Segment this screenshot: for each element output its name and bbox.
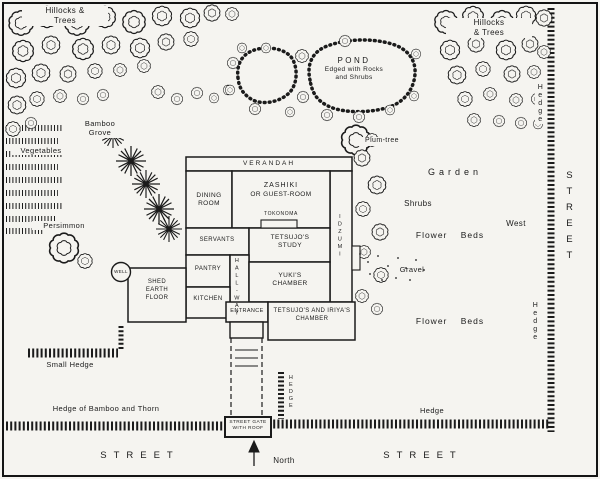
label-idzumi: IDZUMI (336, 214, 343, 259)
hedge-lines (6, 8, 555, 432)
label-line: and Shrubs (335, 74, 373, 82)
label-flower-beds-lower: Flower Beds (415, 316, 485, 326)
label-tokonoma: TOKONOMA (264, 211, 298, 217)
label-line: YUKI'S (278, 272, 302, 279)
label-hedge-bamboo-thorn: Hedge of Bamboo and Thorn (52, 404, 160, 413)
label-hedge-gate-side: HEDGE (287, 375, 294, 410)
street-gate-shape (224, 416, 272, 438)
label-line: POND (337, 56, 371, 65)
label-line: CHAMBER (272, 280, 308, 288)
label-line: SHED (147, 279, 167, 285)
label-hedge-bottom-right: Hedge (419, 406, 445, 415)
label-shrubs: Shrubs (404, 199, 432, 208)
label-pantry: PANTRY (194, 266, 222, 272)
label-line: OR GUEST-ROOM (250, 190, 312, 198)
label-verandah: VERANDAH (242, 160, 296, 167)
label-line: Edged with Rocks (324, 66, 384, 73)
label-street-gate: STREET GATE WITH ROOF (225, 420, 271, 433)
entry-porch (229, 321, 264, 339)
label-hallway: HALL-WAY (233, 258, 240, 318)
room-dining (185, 170, 233, 229)
persimmon-tree-shape (48, 232, 93, 269)
label-entrance: ENTRANCE (230, 308, 264, 314)
label-plum-tree: Plum-tree (358, 137, 406, 146)
label-line: Trees (53, 16, 77, 25)
label-gravel: Gravel (399, 265, 425, 274)
label-line: Bamboo (84, 119, 116, 128)
label-line: CHAMBER (295, 315, 329, 322)
north-arrow-icon (248, 439, 260, 466)
label-street-bottom-right: STREET (383, 450, 463, 461)
label-line: Grove (88, 128, 112, 138)
label-line: TETSUJO'S AND IRIYA'S (273, 308, 351, 314)
tokonoma-alcove (260, 219, 298, 229)
room-servants (185, 227, 250, 256)
label-street-bottom-left: STREET (100, 450, 180, 461)
label-kitchen: KITCHEN (193, 296, 223, 302)
label-well: WELL (114, 269, 128, 274)
label-flower-beds-upper: Flower Beds (415, 230, 485, 240)
label-line: & Trees (473, 28, 505, 37)
label-line: Hillocks & (45, 6, 85, 15)
label-street-right: STREET (563, 170, 575, 266)
room-tetsujo-iriya (267, 301, 356, 341)
label-north: North (273, 456, 295, 465)
room-kitchen (185, 286, 231, 319)
label-line: Hillocks (473, 18, 505, 27)
label-zashiki: ZASHIKI OR GUEST-ROOM (234, 182, 328, 199)
label-line: STUDY (277, 242, 303, 250)
label-tetsujo-iriya-chamber: TETSUJO'S AND IRIYA'S CHAMBER (268, 308, 356, 323)
label-shed: SHED EARTH FLOOR (130, 278, 184, 302)
label-line: STREET GATE (229, 420, 267, 425)
label-small-hedge: Small Hedge (46, 360, 94, 369)
label-hillocks-trees-right: Hillocks & Trees (446, 18, 532, 38)
label-bamboo-grove: Bamboo Grove (74, 119, 126, 138)
label-line: DINING (196, 192, 222, 199)
pond-right-lobe (307, 38, 417, 114)
label-line: ROOM (198, 200, 220, 208)
label-line: EARTH (145, 287, 169, 294)
label-hedge-right-lower: Hedge (530, 302, 539, 342)
pond-left-lobe (235, 46, 298, 105)
label-west: West (506, 219, 526, 228)
room-shed (127, 267, 187, 323)
side-porch (351, 245, 361, 271)
well-shape (110, 261, 132, 283)
label-line: ZASHIKI (263, 182, 299, 189)
label-yuki-chamber: YUKI'S CHAMBER (252, 272, 328, 288)
garden-shrubs (353, 149, 389, 316)
label-tetsujo-study: TETSUJO'S STUDY (251, 234, 329, 250)
room-zashiki (231, 170, 331, 229)
label-hedge-right-upper: Hedge (535, 84, 544, 124)
label-line: FLOOR (145, 295, 169, 302)
label-garden: Garden (427, 167, 483, 177)
house-plan (110, 156, 361, 341)
entrance-path (224, 321, 272, 438)
label-line: TETSUJO'S (270, 234, 310, 241)
vegetable-rows (6, 125, 63, 234)
gravel-dots (359, 253, 425, 281)
label-servants: SERVANTS (199, 237, 235, 243)
label-line: WITH ROOF (232, 426, 264, 432)
label-dining-room: DINING ROOM (188, 192, 230, 208)
pond-shape (235, 38, 417, 114)
label-pond: POND Edged with Rocks and Shrubs (312, 56, 396, 82)
bamboo-grove-shape (100, 122, 182, 242)
label-persimmon: Persimmon (32, 221, 96, 231)
label-vegetables: Vegetables (12, 146, 70, 156)
label-hillocks-trees-left: Hillocks & Trees (22, 6, 108, 26)
